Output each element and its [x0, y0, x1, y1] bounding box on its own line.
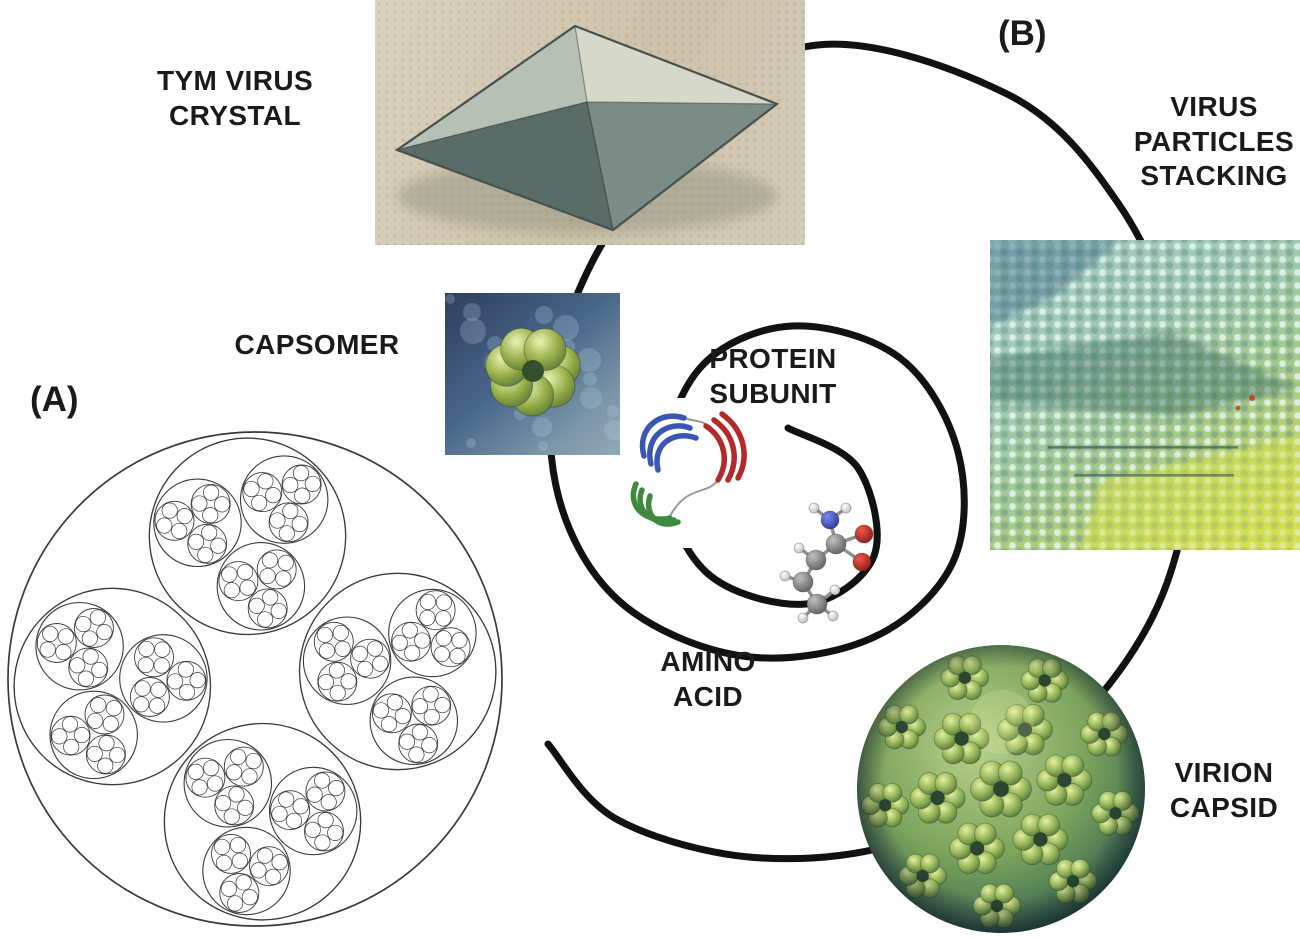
stacking-label-line1: VIRUS: [1170, 91, 1258, 122]
tym-virus-crystal-photo: [375, 0, 805, 245]
crystal-illustration: [394, 24, 780, 232]
stacking-label-line2: PARTICLES: [1133, 125, 1295, 157]
protein-label-line1: PROTEIN: [709, 343, 837, 374]
afm-terraces: [990, 240, 1300, 550]
protein-label-line2: SUBUNIT: [709, 377, 837, 409]
tym-virus-crystal-label: TYM VIRUS CRYSTAL: [85, 64, 385, 133]
amino-label-line2: ACID: [672, 680, 744, 712]
virion-capsid-label: VIRION CAPSID: [1148, 756, 1300, 825]
tym-label-line2: CRYSTAL: [169, 99, 301, 131]
protein-subunit-image: [606, 398, 771, 548]
capsomer-label: CAPSOMER: [234, 329, 400, 360]
afm-virus-stacking-image: [990, 240, 1300, 550]
virion-label-line2: CAPSID: [1169, 791, 1279, 823]
stacking-label-line3: STACKING: [1140, 160, 1288, 192]
capsomer-image: [445, 293, 624, 455]
virus-particles-stacking-label: VIRUS PARTICLES STACKING: [1128, 90, 1300, 194]
virion-label-line1: VIRION: [1174, 757, 1274, 788]
virion-capsid-image: [857, 645, 1145, 933]
protein-subunit-label: PROTEIN SUBUNIT: [688, 342, 858, 411]
amino-label-line1: AMINO: [660, 646, 756, 677]
tym-label-line1: TYM VIRUS: [156, 65, 314, 96]
amino-acid-model: [779, 502, 874, 624]
panel-a-label: (A): [30, 380, 79, 419]
panel-b-label: (B): [998, 14, 1047, 53]
circle-packing-diagram: [7, 431, 503, 927]
capsomer-rosette: [445, 294, 624, 451]
amino-acid-label: AMINO ACID: [638, 645, 778, 714]
